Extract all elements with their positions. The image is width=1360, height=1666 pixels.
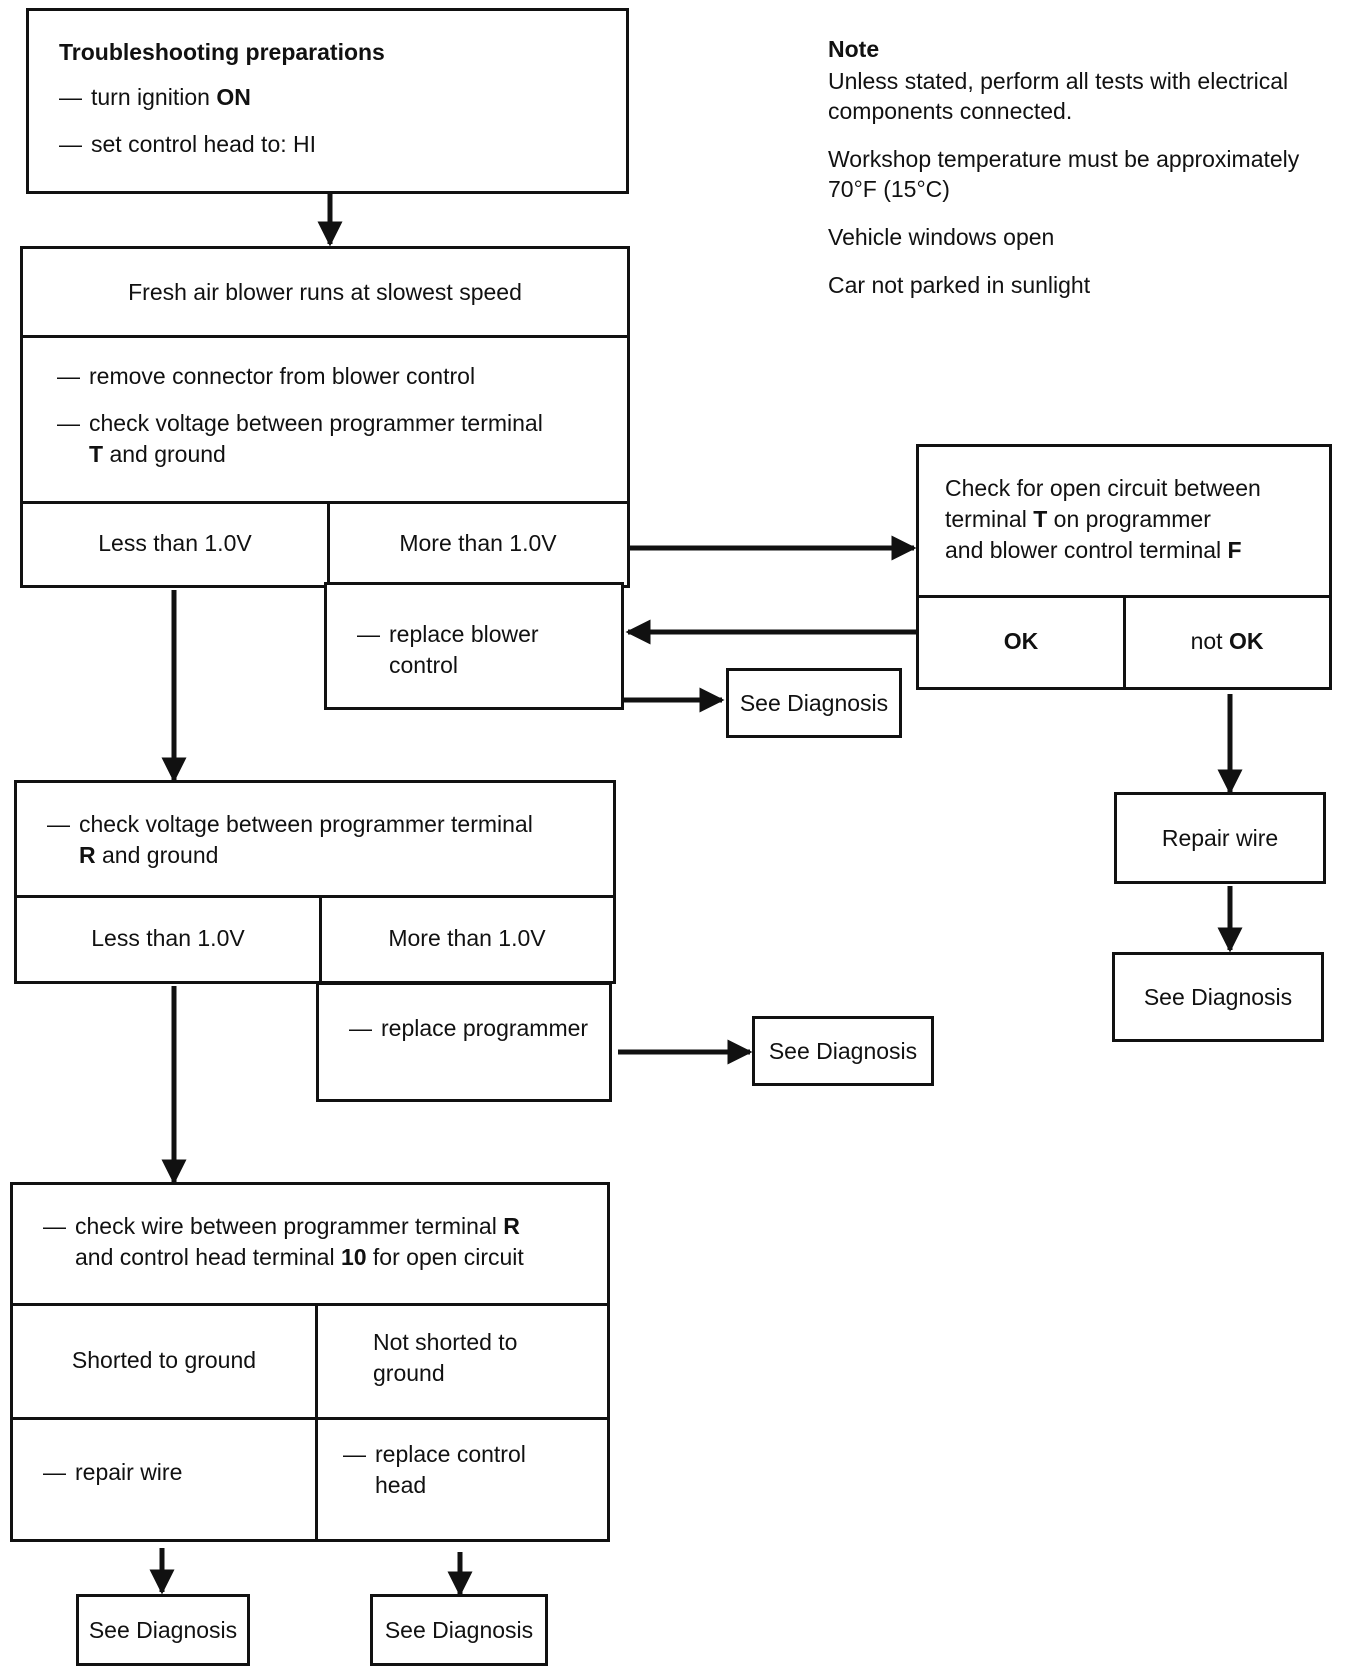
replace-blower-box: —replace blower control xyxy=(324,582,624,710)
prep-title: Troubleshooting preparations xyxy=(59,39,385,65)
note-panel: Note Unless stated, perform all tests wi… xyxy=(828,34,1348,318)
symptom-more-label: More than 1.0V xyxy=(399,529,557,556)
symptom-title: Fresh air blower runs at slowest speed xyxy=(128,278,522,305)
replace-programmer-action: —replace programmer xyxy=(349,1015,589,1041)
note-line: Workshop temperature must be approximate… xyxy=(828,146,1300,202)
symptom-box: Fresh air blower runs at slowest speed —… xyxy=(20,246,630,588)
note-line: Unless stated, perform all tests with el… xyxy=(828,68,1289,124)
see-diagnosis-5: See Diagnosis xyxy=(370,1594,548,1666)
replace-control-head-action: —replace control head xyxy=(343,1441,526,1498)
replace-programmer-box: —replace programmer xyxy=(316,982,612,1102)
see-diagnosis-3: See Diagnosis xyxy=(752,1016,934,1086)
not-shorted-label: Not shorted to ground xyxy=(373,1329,518,1386)
wire-check-box: —check wire between programmer terminal … xyxy=(10,1182,610,1542)
note-line: Car not parked in sunlight xyxy=(828,272,1091,298)
repair-wire-action: —repair wire xyxy=(43,1459,183,1485)
repair-wire-box: Repair wire xyxy=(1114,792,1326,884)
note-title: Note xyxy=(828,36,880,62)
open-circuit-line-1: Check for open circuit between xyxy=(945,475,1261,501)
voltage-r-more-label: More than 1.0V xyxy=(388,924,546,951)
see-diagnosis-4: See Diagnosis xyxy=(76,1594,250,1666)
symptom-step-1: —remove connector from blower control xyxy=(57,363,476,389)
open-circuit-box: Check for open circuit between terminal … xyxy=(916,444,1332,690)
see-diagnosis-1: See Diagnosis xyxy=(726,668,902,738)
voltage-r-box: —check voltage between programmer termin… xyxy=(14,780,616,984)
open-circuit-line-3: and blower control terminal F xyxy=(945,537,1242,563)
symptom-less-label: Less than 1.0V xyxy=(98,529,252,556)
note-line: Vehicle windows open xyxy=(828,224,1055,250)
replace-blower-action: —replace blower control xyxy=(357,621,539,678)
open-circuit-line-2: terminal T on programmer xyxy=(945,506,1211,532)
not-ok-label: not OK xyxy=(1190,627,1264,654)
prep-box: Troubleshooting preparations —turn ignit… xyxy=(26,8,629,194)
voltage-r-less-label: Less than 1.0V xyxy=(91,924,245,951)
see-diagnosis-2: See Diagnosis xyxy=(1112,952,1324,1042)
prep-step-2: —set control head to: HI xyxy=(59,131,317,157)
symptom-step-2: —check voltage between programmer termin… xyxy=(57,410,543,467)
prep-step-1: —turn ignition ON xyxy=(59,84,251,110)
ok-label: OK xyxy=(1003,627,1039,654)
shorted-label: Shorted to ground xyxy=(71,1346,257,1373)
voltage-r-step: —check voltage between programmer termin… xyxy=(47,811,533,868)
wire-check-step: —check wire between programmer terminal … xyxy=(43,1213,524,1270)
